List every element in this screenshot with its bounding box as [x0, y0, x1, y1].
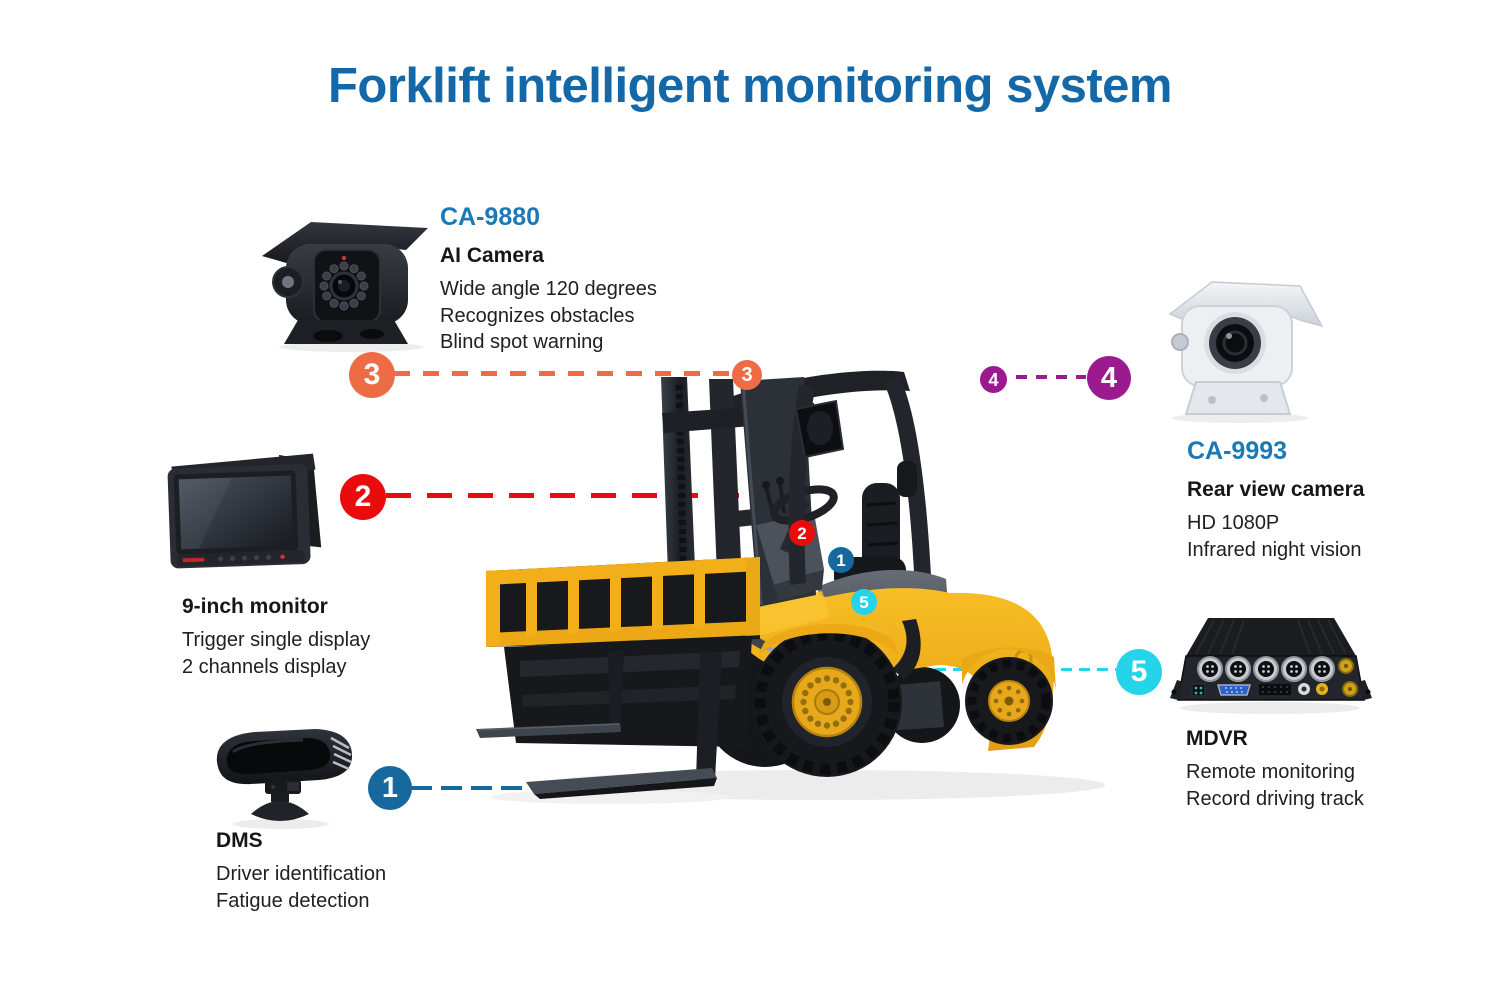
dms-feature: Fatigue detection [216, 889, 370, 912]
power-connector [1191, 683, 1206, 697]
monitor-name: 9-inch monitor [182, 595, 328, 618]
connector-line-4 [1016, 375, 1086, 379]
badge-1-forklift: 1 [828, 547, 854, 573]
ca9880-camera-image [262, 222, 428, 352]
mdvr-info: MDVR Remote monitoring Record driving tr… [1186, 726, 1364, 812]
aviation-connectors [1197, 656, 1335, 682]
ca9880-feature: Recognizes obstacles [440, 304, 635, 327]
monitor-feature: 2 channels display [182, 655, 347, 678]
lens [1216, 324, 1254, 362]
monitor-feature: Trigger single display [182, 629, 371, 651]
badge-5-forklift: 5 [851, 589, 877, 615]
monitor-image [167, 453, 322, 569]
badge-3-forklift: 3 [732, 360, 762, 390]
ca9880-model: CA-9880 [440, 203, 541, 231]
dms-feature: Driver identification [216, 863, 387, 885]
mirror [897, 461, 917, 497]
vga-port [1216, 684, 1252, 696]
dms-name: DMS [216, 829, 263, 852]
screen [178, 475, 294, 550]
io-port [1257, 682, 1293, 697]
pedestal-base [251, 801, 309, 821]
badge-1-product: 1 [368, 766, 412, 810]
monitor-info: 9-inch monitor Trigger single display 2 … [182, 594, 370, 680]
badge-2-forklift: 2 [789, 520, 815, 546]
ca9993-feature: Infrared night vision [1187, 538, 1362, 561]
ca9880-name: AI Camera [440, 244, 544, 267]
connector-line-3 [394, 371, 736, 376]
ca9880-feature: Blind spot warning [440, 331, 604, 353]
fork-carriage [476, 557, 760, 799]
ca9993-model: CA-9993 [1187, 437, 1288, 465]
mdvr-feature: Remote monitoring [1186, 761, 1355, 783]
ca9993-name: Rear view camera [1187, 478, 1365, 501]
ca9993-info: CA-9993 Rear view camera HD 1080P Infrar… [1187, 437, 1364, 563]
badge-4-product: 4 [1087, 356, 1131, 400]
mdvr-image [1170, 618, 1372, 714]
forklift-illustration [476, 370, 1105, 804]
ca9880-info: CA-9880 AI Camera Wide angle 120 degrees… [440, 203, 657, 356]
connector-line-2 [386, 493, 790, 498]
badge-3-product: 3 [349, 352, 395, 398]
ir-window [226, 738, 331, 775]
ca9993-feature: HD 1080P [1187, 512, 1280, 534]
mdvr-name: MDVR [1186, 727, 1248, 750]
mdvr-feature: Record driving track [1186, 787, 1364, 810]
badge-2-product: 2 [340, 474, 386, 520]
ca9880-feature: Wide angle 120 degrees [440, 278, 657, 300]
dms-image [216, 729, 353, 829]
badge-5-product: 5 [1116, 649, 1162, 695]
rear-wheel [965, 657, 1053, 745]
front-wheel [752, 627, 902, 777]
dms-info: DMS Driver identification Fatigue detect… [216, 828, 386, 914]
badge-4-forklift: 4 [980, 366, 1007, 393]
page-title: Forklift intelligent monitoring system [327, 59, 1173, 113]
power-led [280, 554, 285, 559]
ca9993-camera-image [1168, 281, 1324, 423]
